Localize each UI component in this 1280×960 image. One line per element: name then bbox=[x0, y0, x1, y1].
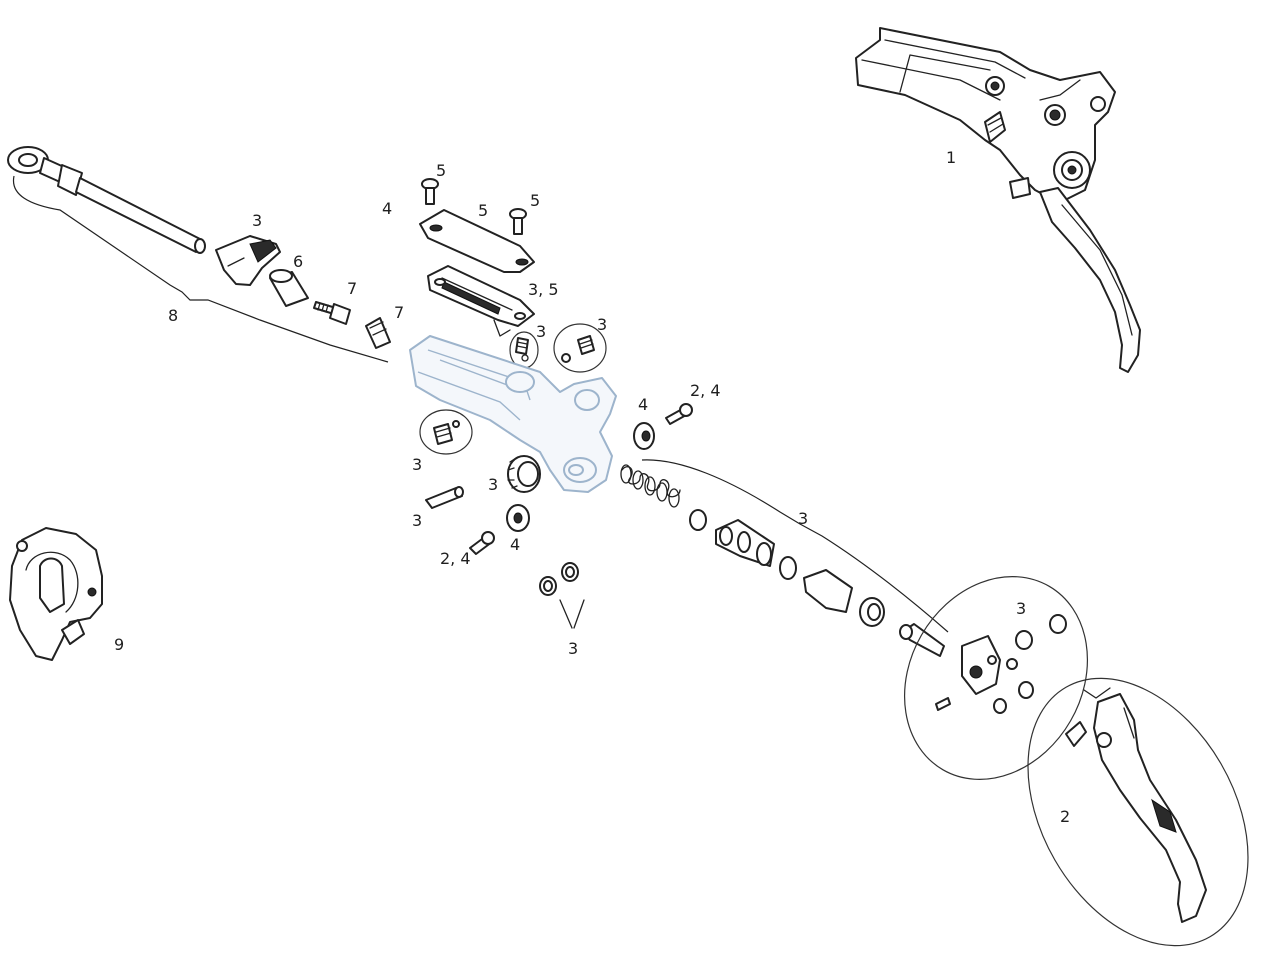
bushings bbox=[539, 562, 585, 629]
brake-lever-assembly bbox=[855, 27, 1141, 373]
label-part-9: 9 bbox=[114, 635, 124, 654]
label-cap-screw-5-right: 5 bbox=[530, 191, 540, 210]
label-diaphragm-3-5: 3, 5 bbox=[528, 280, 559, 299]
pivot-bolt-lower bbox=[469, 531, 495, 555]
brace-8 bbox=[12, 175, 389, 363]
hose-assembly bbox=[7, 146, 206, 254]
pivot-bolt-upper bbox=[665, 403, 693, 425]
hose-clamp-insert bbox=[215, 235, 281, 286]
piston-kit bbox=[620, 464, 945, 657]
bearing-lower bbox=[506, 504, 530, 532]
compression-bolt bbox=[313, 301, 351, 325]
label-bushings-3: 3 bbox=[568, 639, 578, 658]
compression-olive bbox=[365, 317, 391, 349]
cap-screw-top bbox=[421, 178, 439, 205]
label-piston-kit-3: 3 bbox=[798, 509, 808, 528]
label-pivot-kit-3: 3 bbox=[1016, 599, 1026, 618]
label-hose-fitting-6: 6 bbox=[293, 252, 303, 271]
label-knob-3: 3 bbox=[488, 475, 498, 494]
oval-plug-right bbox=[553, 323, 607, 373]
cap-screw-right bbox=[509, 208, 527, 235]
label-pin-3: 3 bbox=[412, 511, 422, 530]
label-part-8: 8 bbox=[168, 306, 178, 325]
plug-left bbox=[433, 420, 460, 445]
oval-pivot-kit bbox=[903, 576, 1089, 780]
pivot-kit bbox=[935, 614, 1067, 714]
label-clamp-insert-3: 3 bbox=[252, 211, 262, 230]
plug-right bbox=[561, 335, 595, 363]
master-cylinder-body bbox=[409, 335, 617, 493]
label-olive-7: 7 bbox=[394, 303, 404, 322]
pivot-pin bbox=[425, 486, 464, 509]
label-bolt-7: 7 bbox=[347, 279, 357, 298]
label-bearing-upper-4: 4 bbox=[638, 395, 648, 414]
oval-plug-left bbox=[419, 409, 473, 455]
reservoir-diaphragm bbox=[427, 265, 535, 337]
label-bolt-lower-2-4: 2, 4 bbox=[440, 549, 471, 568]
label-bearing-lower-4: 4 bbox=[510, 535, 520, 554]
label-cap-4: 4 bbox=[382, 199, 392, 218]
reservoir-cap bbox=[419, 209, 535, 273]
lever-blade bbox=[1065, 687, 1207, 923]
oval-lever-blade bbox=[1027, 677, 1249, 947]
label-cap-5: 5 bbox=[478, 201, 488, 220]
label-small-screw-3: 3 bbox=[536, 322, 546, 341]
label-plug-right-3: 3 bbox=[597, 315, 607, 334]
label-cap-screw-5-top: 5 bbox=[436, 161, 446, 180]
label-bolt-upper-2-4: 2, 4 bbox=[690, 381, 721, 400]
small-set-screw bbox=[515, 337, 529, 362]
label-plug-left-3: 3 bbox=[412, 455, 422, 474]
hose-fitting bbox=[269, 269, 309, 307]
bearing-upper bbox=[633, 422, 655, 450]
label-part-2: 2 bbox=[1060, 807, 1070, 826]
reach-adjust-knob bbox=[507, 455, 541, 493]
label-part-1: 1 bbox=[946, 148, 956, 167]
handlebar-clamp bbox=[9, 527, 103, 661]
brace-piston-kit bbox=[641, 459, 949, 633]
